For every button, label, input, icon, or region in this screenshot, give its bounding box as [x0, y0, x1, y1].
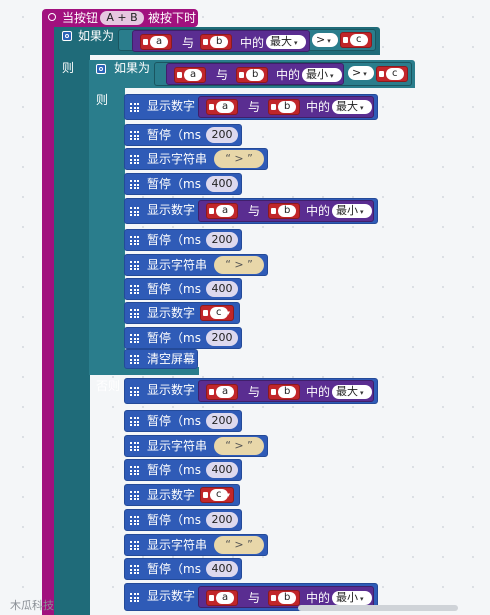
grid-icon [130, 236, 139, 245]
which-label: 中的 [306, 100, 331, 114]
outer-which-label: 中的 [240, 36, 265, 50]
var-b[interactable]: b▾ [268, 384, 300, 400]
grid-icon [130, 261, 139, 270]
pause-value[interactable]: 400 [206, 462, 238, 478]
var-b[interactable]: b▾ [268, 203, 300, 219]
inner-which-label: 中的 [276, 68, 301, 82]
which-label: 中的 [306, 591, 331, 605]
inner-and-label: 与 [216, 68, 229, 82]
inner-if-foot [89, 367, 199, 375]
pause-value[interactable]: 200 [206, 232, 238, 248]
inner-if-gear-icon[interactable] [96, 64, 106, 74]
grid-icon [130, 565, 139, 574]
inner-if-bar [89, 60, 125, 370]
grid-icon [130, 541, 139, 550]
which-label: 中的 [306, 204, 331, 218]
var-a[interactable]: a▾ [206, 384, 238, 400]
mode-dropdown[interactable]: 最大▾ [332, 385, 372, 399]
outer-else-label: 否则 [96, 379, 121, 393]
outer-var-c[interactable]: c▾ [340, 32, 372, 48]
grid-icon [130, 309, 139, 318]
outer-if-gear-icon[interactable] [62, 31, 72, 41]
pause-value[interactable]: 200 [206, 512, 238, 528]
var-a[interactable]: a▾ [206, 99, 238, 115]
outer-var-b[interactable]: b▾ [200, 34, 232, 50]
grid-icon [130, 103, 139, 112]
grid-icon [130, 285, 139, 294]
inner-var-b[interactable]: b▾ [236, 67, 268, 83]
grid-icon [130, 466, 139, 475]
event-label: 当按钮 [62, 11, 99, 25]
var-b[interactable]: b▾ [268, 590, 300, 606]
grid-icon [130, 180, 139, 189]
string-value[interactable]: “ > ” [214, 437, 264, 455]
inner-var-a[interactable]: a▾ [174, 67, 206, 83]
grid-icon [130, 593, 139, 602]
clear-screen-block[interactable]: 清空屏幕 [124, 349, 198, 369]
outer-if-bar [54, 27, 90, 615]
and-label: 与 [248, 385, 261, 399]
pause-value[interactable]: 400 [206, 561, 238, 577]
outer-op-dropdown[interactable]: >▾ [312, 33, 338, 47]
string-value[interactable]: “ > ” [214, 536, 264, 554]
var-b[interactable]: b▾ [268, 99, 300, 115]
mode-dropdown[interactable]: 最小▾ [332, 591, 372, 605]
inner-op-dropdown[interactable]: >▾ [348, 66, 374, 80]
inner-then-label: 则 [96, 93, 109, 107]
var-c[interactable]: c▾ [200, 487, 234, 503]
string-value[interactable]: “ > ” [214, 256, 264, 274]
mode-dropdown[interactable]: 最大▾ [332, 100, 372, 114]
grid-icon [130, 442, 139, 451]
grid-icon [130, 516, 139, 525]
pause-value[interactable]: 200 [206, 330, 238, 346]
var-a[interactable]: a▾ [206, 203, 238, 219]
grid-icon [130, 417, 139, 426]
pause-value[interactable]: 400 [206, 176, 238, 192]
grid-icon [130, 355, 139, 364]
grid-icon [130, 334, 139, 343]
and-label: 与 [248, 591, 261, 605]
grid-icon [130, 155, 139, 164]
pause-value[interactable]: 200 [206, 127, 238, 143]
inner-mode-dropdown[interactable]: 最小▾ [302, 68, 342, 82]
event-block-body [42, 20, 54, 615]
event-icon [48, 13, 56, 21]
outer-var-a[interactable]: a▾ [140, 34, 172, 50]
inner-var-c[interactable]: c▾ [376, 66, 408, 82]
grid-icon [130, 491, 139, 500]
and-label: 与 [248, 100, 261, 114]
var-c[interactable]: c▾ [200, 305, 234, 321]
event-suffix: 被按下时 [148, 11, 197, 25]
outer-mode-dropdown[interactable]: 最大▾ [266, 35, 306, 49]
mode-dropdown[interactable]: 最小▾ [332, 204, 372, 218]
which-label: 中的 [306, 385, 331, 399]
outer-and-label: 与 [182, 36, 195, 50]
outer-if-label: 如果为 [78, 29, 115, 43]
pause-value[interactable]: 200 [206, 413, 238, 429]
grid-icon [130, 207, 139, 216]
button-dropdown[interactable]: A + B [100, 11, 144, 25]
and-label: 与 [248, 204, 261, 218]
var-a[interactable]: a▾ [206, 590, 238, 606]
horizontal-scrollbar[interactable] [298, 605, 458, 611]
grid-icon [130, 387, 139, 396]
pause-value[interactable]: 400 [206, 281, 238, 297]
outer-then-label: 则 [62, 61, 75, 75]
grid-icon [130, 131, 139, 140]
watermark: 木瓜科技 [10, 599, 54, 612]
string-value[interactable]: “ > ” [214, 150, 264, 168]
inner-if-label: 如果为 [114, 61, 151, 75]
